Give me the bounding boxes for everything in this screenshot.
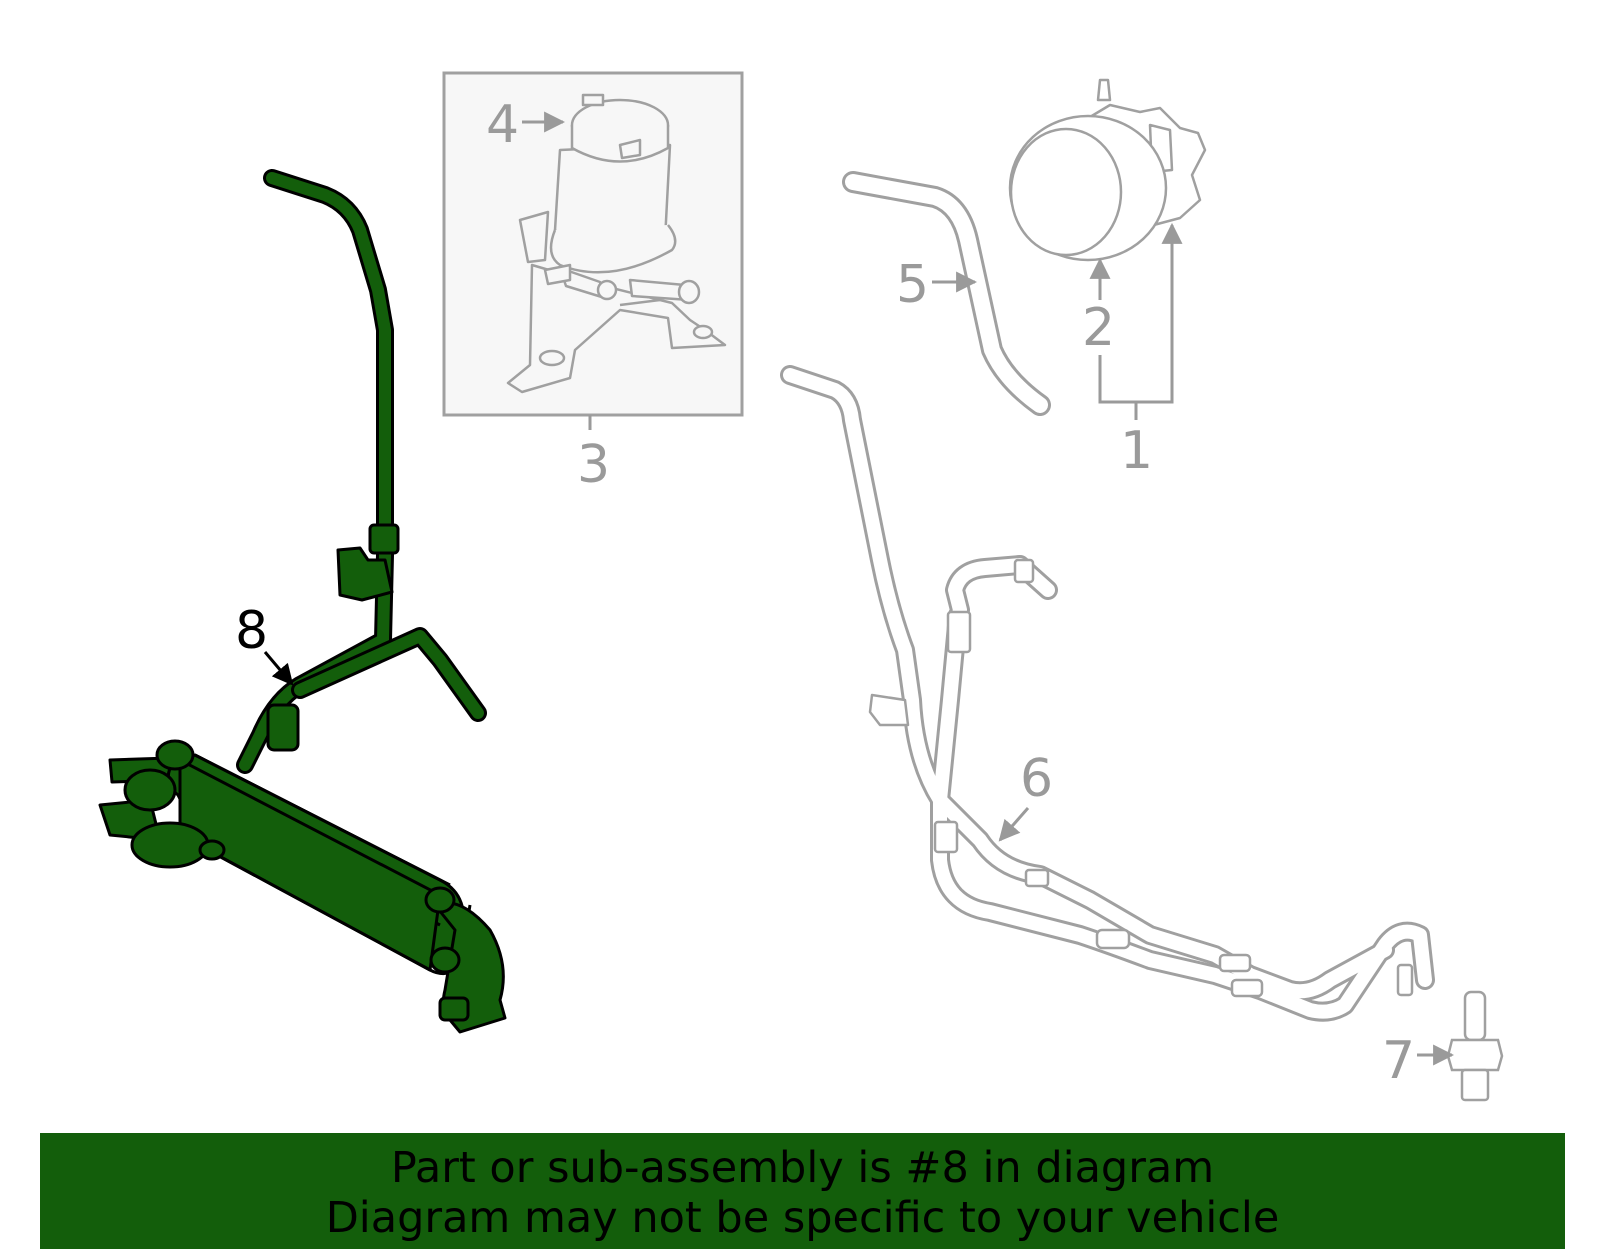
callout-5: 5 xyxy=(896,255,929,315)
reservoir-drawing xyxy=(506,93,727,394)
reservoir-inset: 4 xyxy=(442,71,744,417)
callout-8-leader xyxy=(263,651,294,686)
power-steering-pump xyxy=(1008,78,1207,262)
callout-3: 3 xyxy=(577,435,610,495)
callout-6-leader xyxy=(998,807,1030,842)
callout-4: 4 xyxy=(486,95,519,155)
suction-hose xyxy=(842,171,1051,416)
info-banner: Part or sub-assembly is #8 in diagram Di… xyxy=(40,1133,1565,1249)
callout-8: 8 xyxy=(235,601,268,661)
banner-line-2: Diagram may not be specific to your vehi… xyxy=(325,1193,1280,1243)
callout-2: 2 xyxy=(1082,298,1115,358)
callout-6: 6 xyxy=(1020,749,1053,809)
callout-1: 1 xyxy=(1120,421,1153,481)
callout-7: 7 xyxy=(1382,1031,1415,1091)
oil-cooler-assembly xyxy=(98,169,507,1034)
banner-line-1: Part or sub-assembly is #8 in diagram xyxy=(390,1143,1215,1193)
fitting-part xyxy=(1446,990,1504,1102)
pressure-line-assembly xyxy=(780,365,1435,1022)
